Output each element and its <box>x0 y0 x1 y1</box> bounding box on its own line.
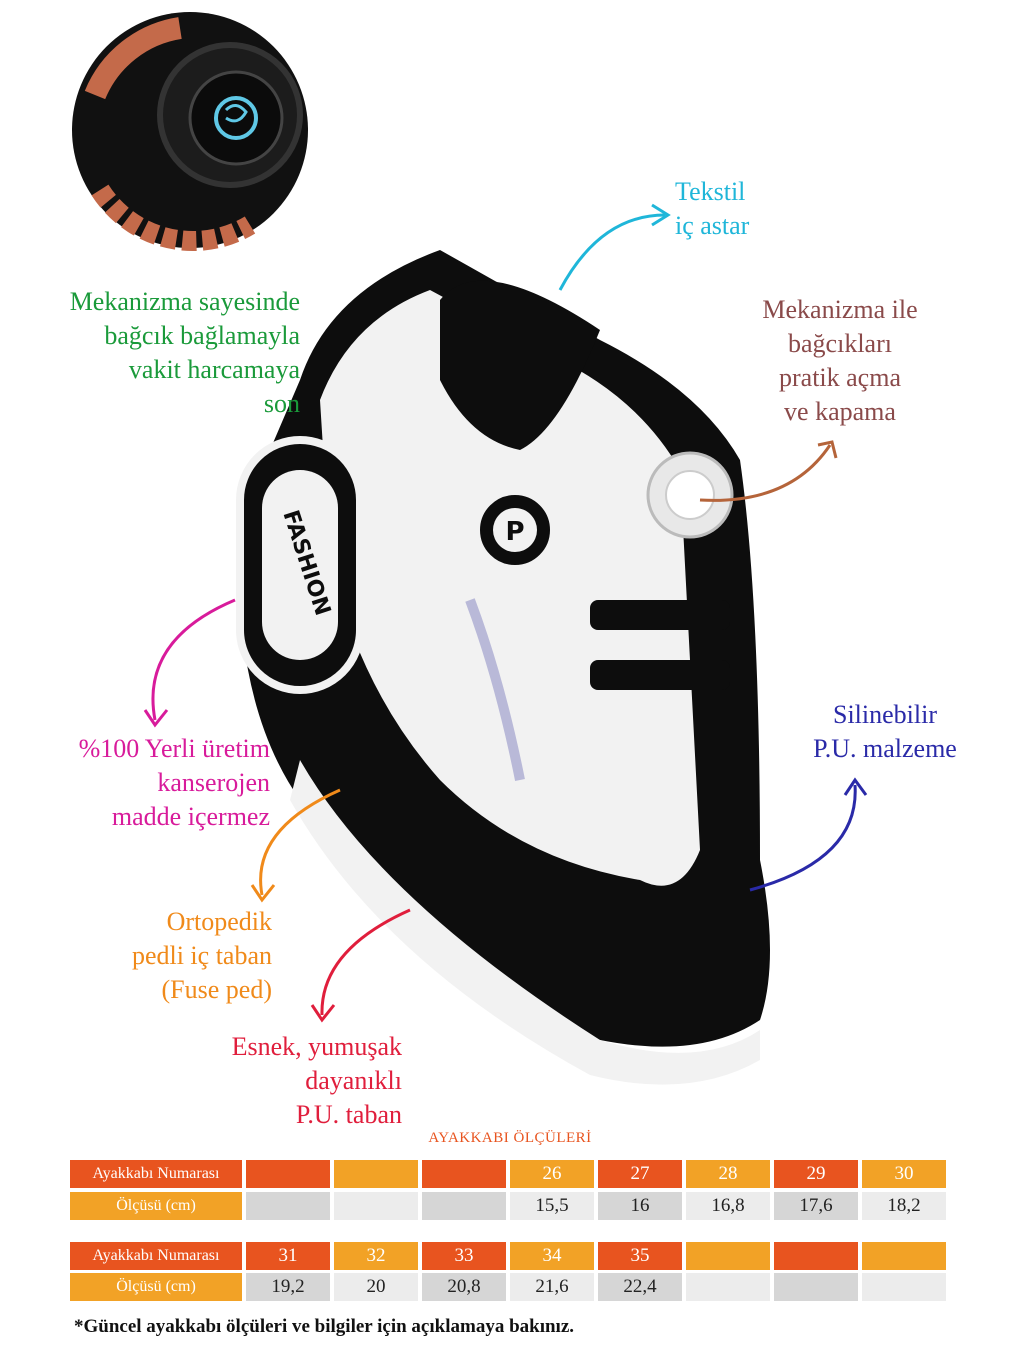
shoe-size-cell <box>246 1160 330 1188</box>
shoe-size-cell: 27 <box>598 1160 682 1188</box>
callout-mechanism-right: Mekanizma ile bağcıkları pratik açma ve kap… <box>740 293 940 429</box>
callout-line: P.U. malzeme <box>813 734 957 763</box>
shoe-size-cell: 28 <box>686 1160 770 1188</box>
foot-length-cell: 16,8 <box>686 1192 770 1220</box>
shoe-size-cell: 35 <box>598 1242 682 1270</box>
callout-line: madde içermez <box>111 802 270 831</box>
foot-length-cell: 18,2 <box>862 1192 946 1220</box>
shoe-size-cell: 26 <box>510 1160 594 1188</box>
foot-length-cell <box>334 1192 418 1220</box>
callout-line: %100 Yerli üretim <box>78 734 270 763</box>
foot-length-cell: 15,5 <box>510 1192 594 1220</box>
shoe-size-cell <box>334 1160 418 1188</box>
callout-line: (Fuse ped) <box>161 975 272 1004</box>
shoe-image: FASHION P <box>236 250 770 1085</box>
callout-local-production: %100 Yerli üretim kanserojen madde içermez <box>40 732 270 834</box>
mechanism-closeup-image <box>72 12 308 252</box>
shoe-size-cell: 34 <box>510 1242 594 1270</box>
callout-line: kanserojen <box>157 768 270 797</box>
shoe-size-cell: 33 <box>422 1242 506 1270</box>
footnote: *Güncel ayakkabı ölçüleri ve bilgiler iç… <box>74 1316 575 1337</box>
callout-line: pedli iç taban <box>131 941 272 970</box>
shoe-size-cell: 31 <box>246 1242 330 1270</box>
shoe-size-cell: 30 <box>862 1160 946 1188</box>
shoe-size-cell: 29 <box>774 1160 858 1188</box>
foot-length-cell: 16 <box>598 1192 682 1220</box>
size-table-title: AYAKKABI ÖLÇÜLERİ <box>428 1130 592 1146</box>
callout-line: P.U. taban <box>295 1100 402 1129</box>
callout-line: Mekanizma ile <box>762 295 918 324</box>
shoe-size-cell: 32 <box>334 1242 418 1270</box>
size-row-header: Ölçüsü (cm) <box>70 1192 242 1220</box>
foot-length-cell: 20,8 <box>422 1273 506 1301</box>
size-row-header: Ayakkabı Numarası <box>70 1242 242 1270</box>
foot-length-cell: 20 <box>334 1273 418 1301</box>
foot-length-cell <box>862 1273 946 1301</box>
foot-length-cell <box>422 1192 506 1220</box>
svg-text:P: P <box>505 517 524 547</box>
callout-line: Esnek, yumuşak <box>231 1032 402 1061</box>
callout-line: ve kapama <box>784 397 896 426</box>
callout-mechanism-left: Mekanizma sayesinde bağcık bağlamayla vaki… <box>40 285 300 421</box>
size-row-header: Ayakkabı Numarası <box>70 1160 242 1188</box>
callout-textile: Tekstil iç astar <box>675 175 815 243</box>
foot-length-cell <box>246 1192 330 1220</box>
shoe-size-cell <box>774 1242 858 1270</box>
callout-arrows <box>143 203 868 1023</box>
foot-length-cell: 21,6 <box>510 1273 594 1301</box>
foot-length-cell: 19,2 <box>246 1273 330 1301</box>
shoe-size-cell <box>686 1242 770 1270</box>
callout-line: iç astar <box>675 211 750 240</box>
callout-line: dayanıklı <box>305 1066 402 1095</box>
size-row-header: Ölçüsü (cm) <box>70 1273 242 1301</box>
foot-length-cell: 17,6 <box>774 1192 858 1220</box>
callout-line: pratik açma <box>779 363 901 392</box>
callout-line: son <box>263 389 300 418</box>
shoe-size-cell <box>862 1242 946 1270</box>
callout-line: Tekstil <box>675 177 746 206</box>
callout-line: Silinebilir <box>833 700 937 729</box>
foot-length-cell <box>686 1273 770 1301</box>
foot-length-cell: 22,4 <box>598 1273 682 1301</box>
callout-line: bağcıkları <box>788 329 892 358</box>
callout-line: Mekanizma sayesinde <box>69 287 300 316</box>
shoe-size-cell <box>422 1160 506 1188</box>
product-illustration: FASHION P <box>72 12 868 1085</box>
callout-orthopedic-insole: Ortopedik pedli iç taban (Fuse ped) <box>80 905 272 1007</box>
callout-line: vakit harcamaya <box>128 355 300 384</box>
callout-line: bağcık bağlamayla <box>104 321 300 350</box>
foot-length-cell <box>774 1273 858 1301</box>
callout-line: Ortopedik <box>166 907 272 936</box>
